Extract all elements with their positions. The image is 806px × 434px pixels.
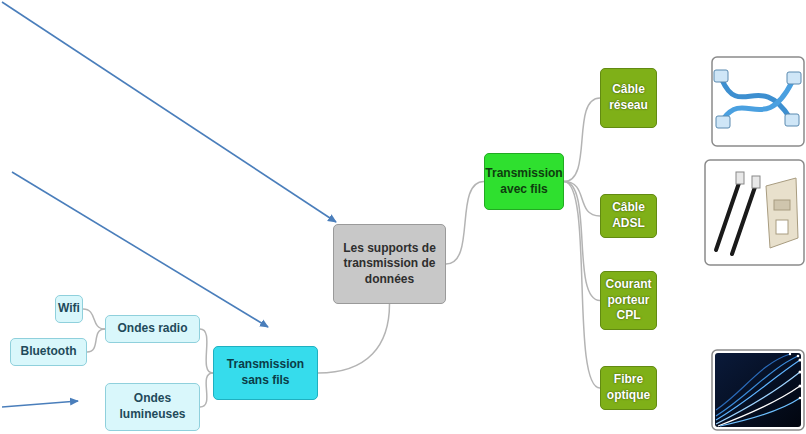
- leaf-box: Câble ADSL: [600, 194, 657, 238]
- optical-fibre-picture: [712, 350, 804, 430]
- subcategory-box: Ondes lumineuses: [105, 383, 200, 431]
- leaf-box: Courant porteur CPL: [600, 271, 657, 330]
- node-label: Bluetooth: [21, 344, 77, 360]
- node-label: Les supports de transmission de données: [338, 241, 441, 288]
- category-box: Transmission sans fils: [213, 346, 318, 400]
- node-label: Fibre optique: [605, 372, 652, 403]
- node-label: Câble réseau: [605, 82, 652, 113]
- branch-connector: [87, 329, 105, 352]
- node-label: Ondes radio: [117, 321, 187, 337]
- network-cable-picture: [712, 57, 804, 146]
- node-label: Transmission avec fils: [485, 166, 562, 197]
- adsl-cable-picture: [705, 160, 804, 265]
- leaf-box: Fibre optique: [600, 366, 657, 410]
- node-label: Câble ADSL: [605, 200, 652, 231]
- branch-connector: [200, 329, 213, 373]
- category-box: Transmission avec fils: [484, 153, 564, 210]
- branch-connector: [83, 309, 105, 329]
- branch-connector: [318, 304, 390, 373]
- leaf-box: Bluetooth: [10, 338, 87, 366]
- branch-connector: [564, 182, 600, 389]
- pointer-arrows: [2, 2, 336, 407]
- node-label: Transmission sans fils: [218, 357, 313, 388]
- leaf-box: Câble réseau: [600, 68, 657, 128]
- subcategory-box: Ondes radio: [105, 315, 200, 343]
- node-label: Courant porteur CPL: [605, 277, 652, 324]
- branch-connector: [564, 182, 600, 217]
- branch-connector: [446, 182, 484, 265]
- root-topic: Les supports de transmission de données: [333, 224, 446, 304]
- branch-connector: [564, 98, 600, 182]
- node-label: Ondes lumineuses: [110, 391, 195, 422]
- leaf-box: Wifi: [55, 295, 83, 323]
- node-label: Wifi: [58, 301, 80, 317]
- branch-connector: [200, 373, 213, 407]
